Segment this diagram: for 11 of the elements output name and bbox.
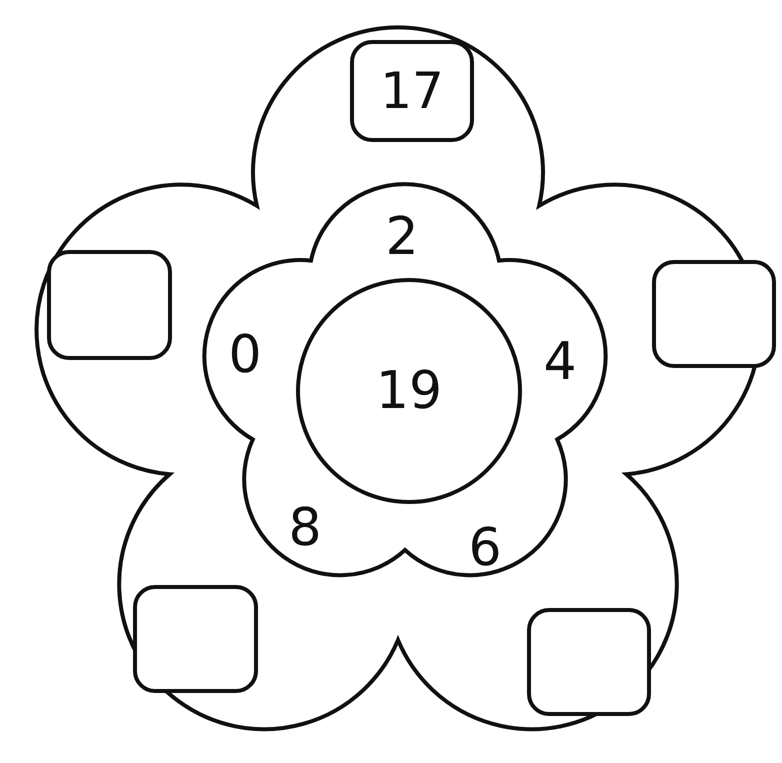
- answer-box: [133, 585, 258, 693]
- number-label: 4: [543, 336, 577, 388]
- number-label: 0: [228, 329, 262, 381]
- number-label: 6: [468, 522, 502, 574]
- answer-box: [527, 608, 651, 716]
- answer-box: [47, 250, 172, 360]
- number-label: 19: [376, 365, 442, 417]
- number-label: 2: [385, 211, 419, 263]
- answer-box: [652, 260, 776, 368]
- number-label: 8: [288, 502, 322, 554]
- number-box: 17: [350, 40, 474, 142]
